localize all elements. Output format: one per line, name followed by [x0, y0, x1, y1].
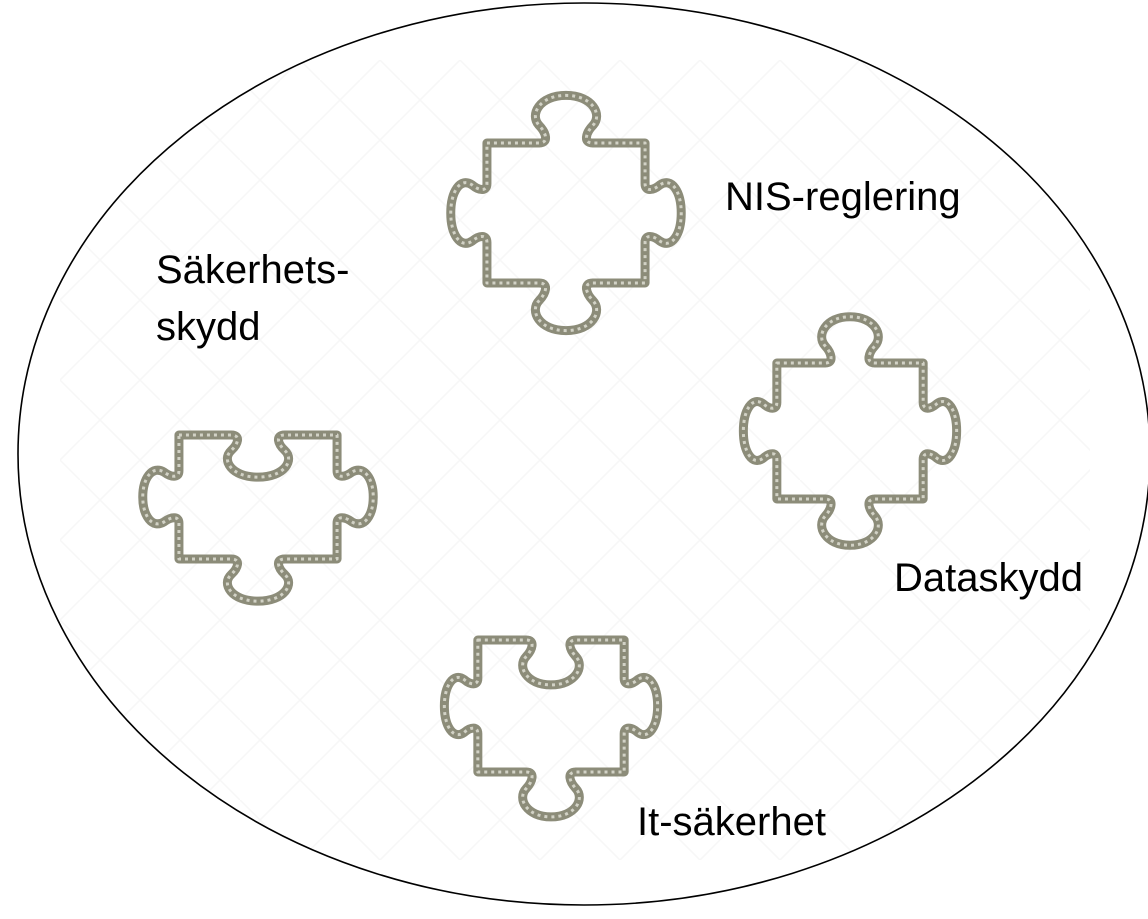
label-sakerhetsskydd: Säkerhets- skydd — [156, 242, 349, 356]
domain-ellipse — [17, 2, 1148, 906]
rope-texture — [743, 317, 956, 545]
puzzle-piece-dataskydd-icon — [743, 317, 956, 545]
label-it-sakerhet: It-säkerhet — [637, 800, 826, 844]
label-sakerhetsskydd-line1: Säkerhets- — [156, 248, 350, 292]
rope-outline — [451, 95, 681, 330]
rope-texture — [444, 640, 657, 817]
label-dataskydd: Dataskydd — [894, 556, 1083, 600]
puzzle-piece-it-sakerhet-icon — [444, 640, 657, 817]
puzzle-piece-nis-icon — [451, 95, 681, 330]
label-nis-reglering: NIS-reglering — [725, 175, 961, 219]
label-sakerhetsskydd-line2: skydd — [156, 305, 261, 349]
puzzle-piece-sakerhetsskydd-icon — [143, 435, 373, 601]
rope-texture — [143, 435, 373, 601]
